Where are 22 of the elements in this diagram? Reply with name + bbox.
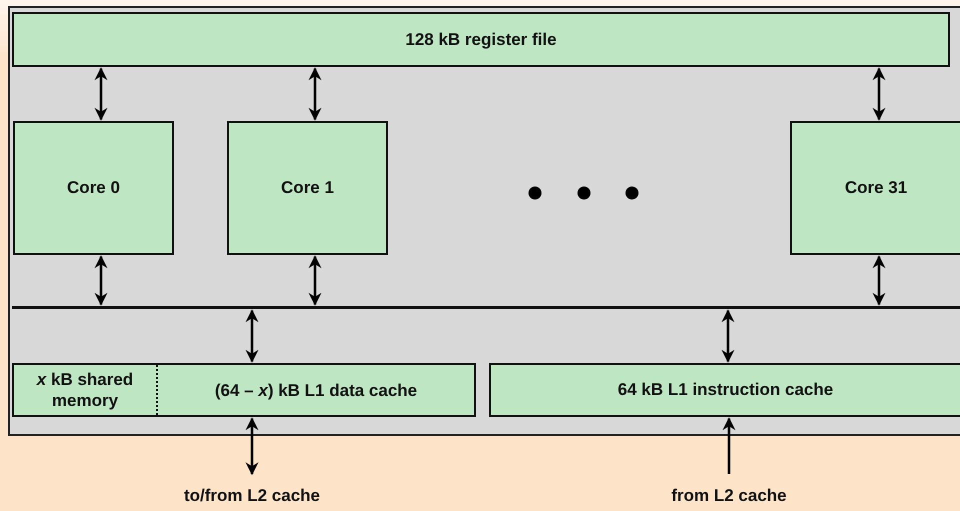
- text-label: to/from L2 cache: [140, 486, 364, 510]
- core-box: Core 0: [13, 121, 174, 255]
- bus-line: [12, 306, 960, 309]
- arrow: [246, 309, 258, 363]
- box-text: x kB shared memory: [14, 365, 158, 415]
- core-box: Core 31: [790, 121, 960, 255]
- arrow: [872, 255, 886, 306]
- arrow: [872, 67, 886, 121]
- arrow: [308, 255, 322, 306]
- text-label: from L2 cache: [620, 486, 838, 510]
- arrow: [94, 255, 108, 306]
- arrow: [246, 417, 258, 476]
- arrow: [308, 67, 322, 121]
- core-box: Core 1: [227, 121, 388, 255]
- arrow: [722, 417, 736, 474]
- arrow: [94, 67, 108, 121]
- arrow: [722, 309, 734, 363]
- box-text: (64 – x) kB L1 data cache: [214, 380, 418, 402]
- register-file-box: 128 kB register file: [12, 12, 950, 67]
- cache-box: 64 kB L1 instruction cache: [489, 363, 960, 417]
- panel-background: [8, 6, 960, 436]
- cache-box: [12, 363, 476, 417]
